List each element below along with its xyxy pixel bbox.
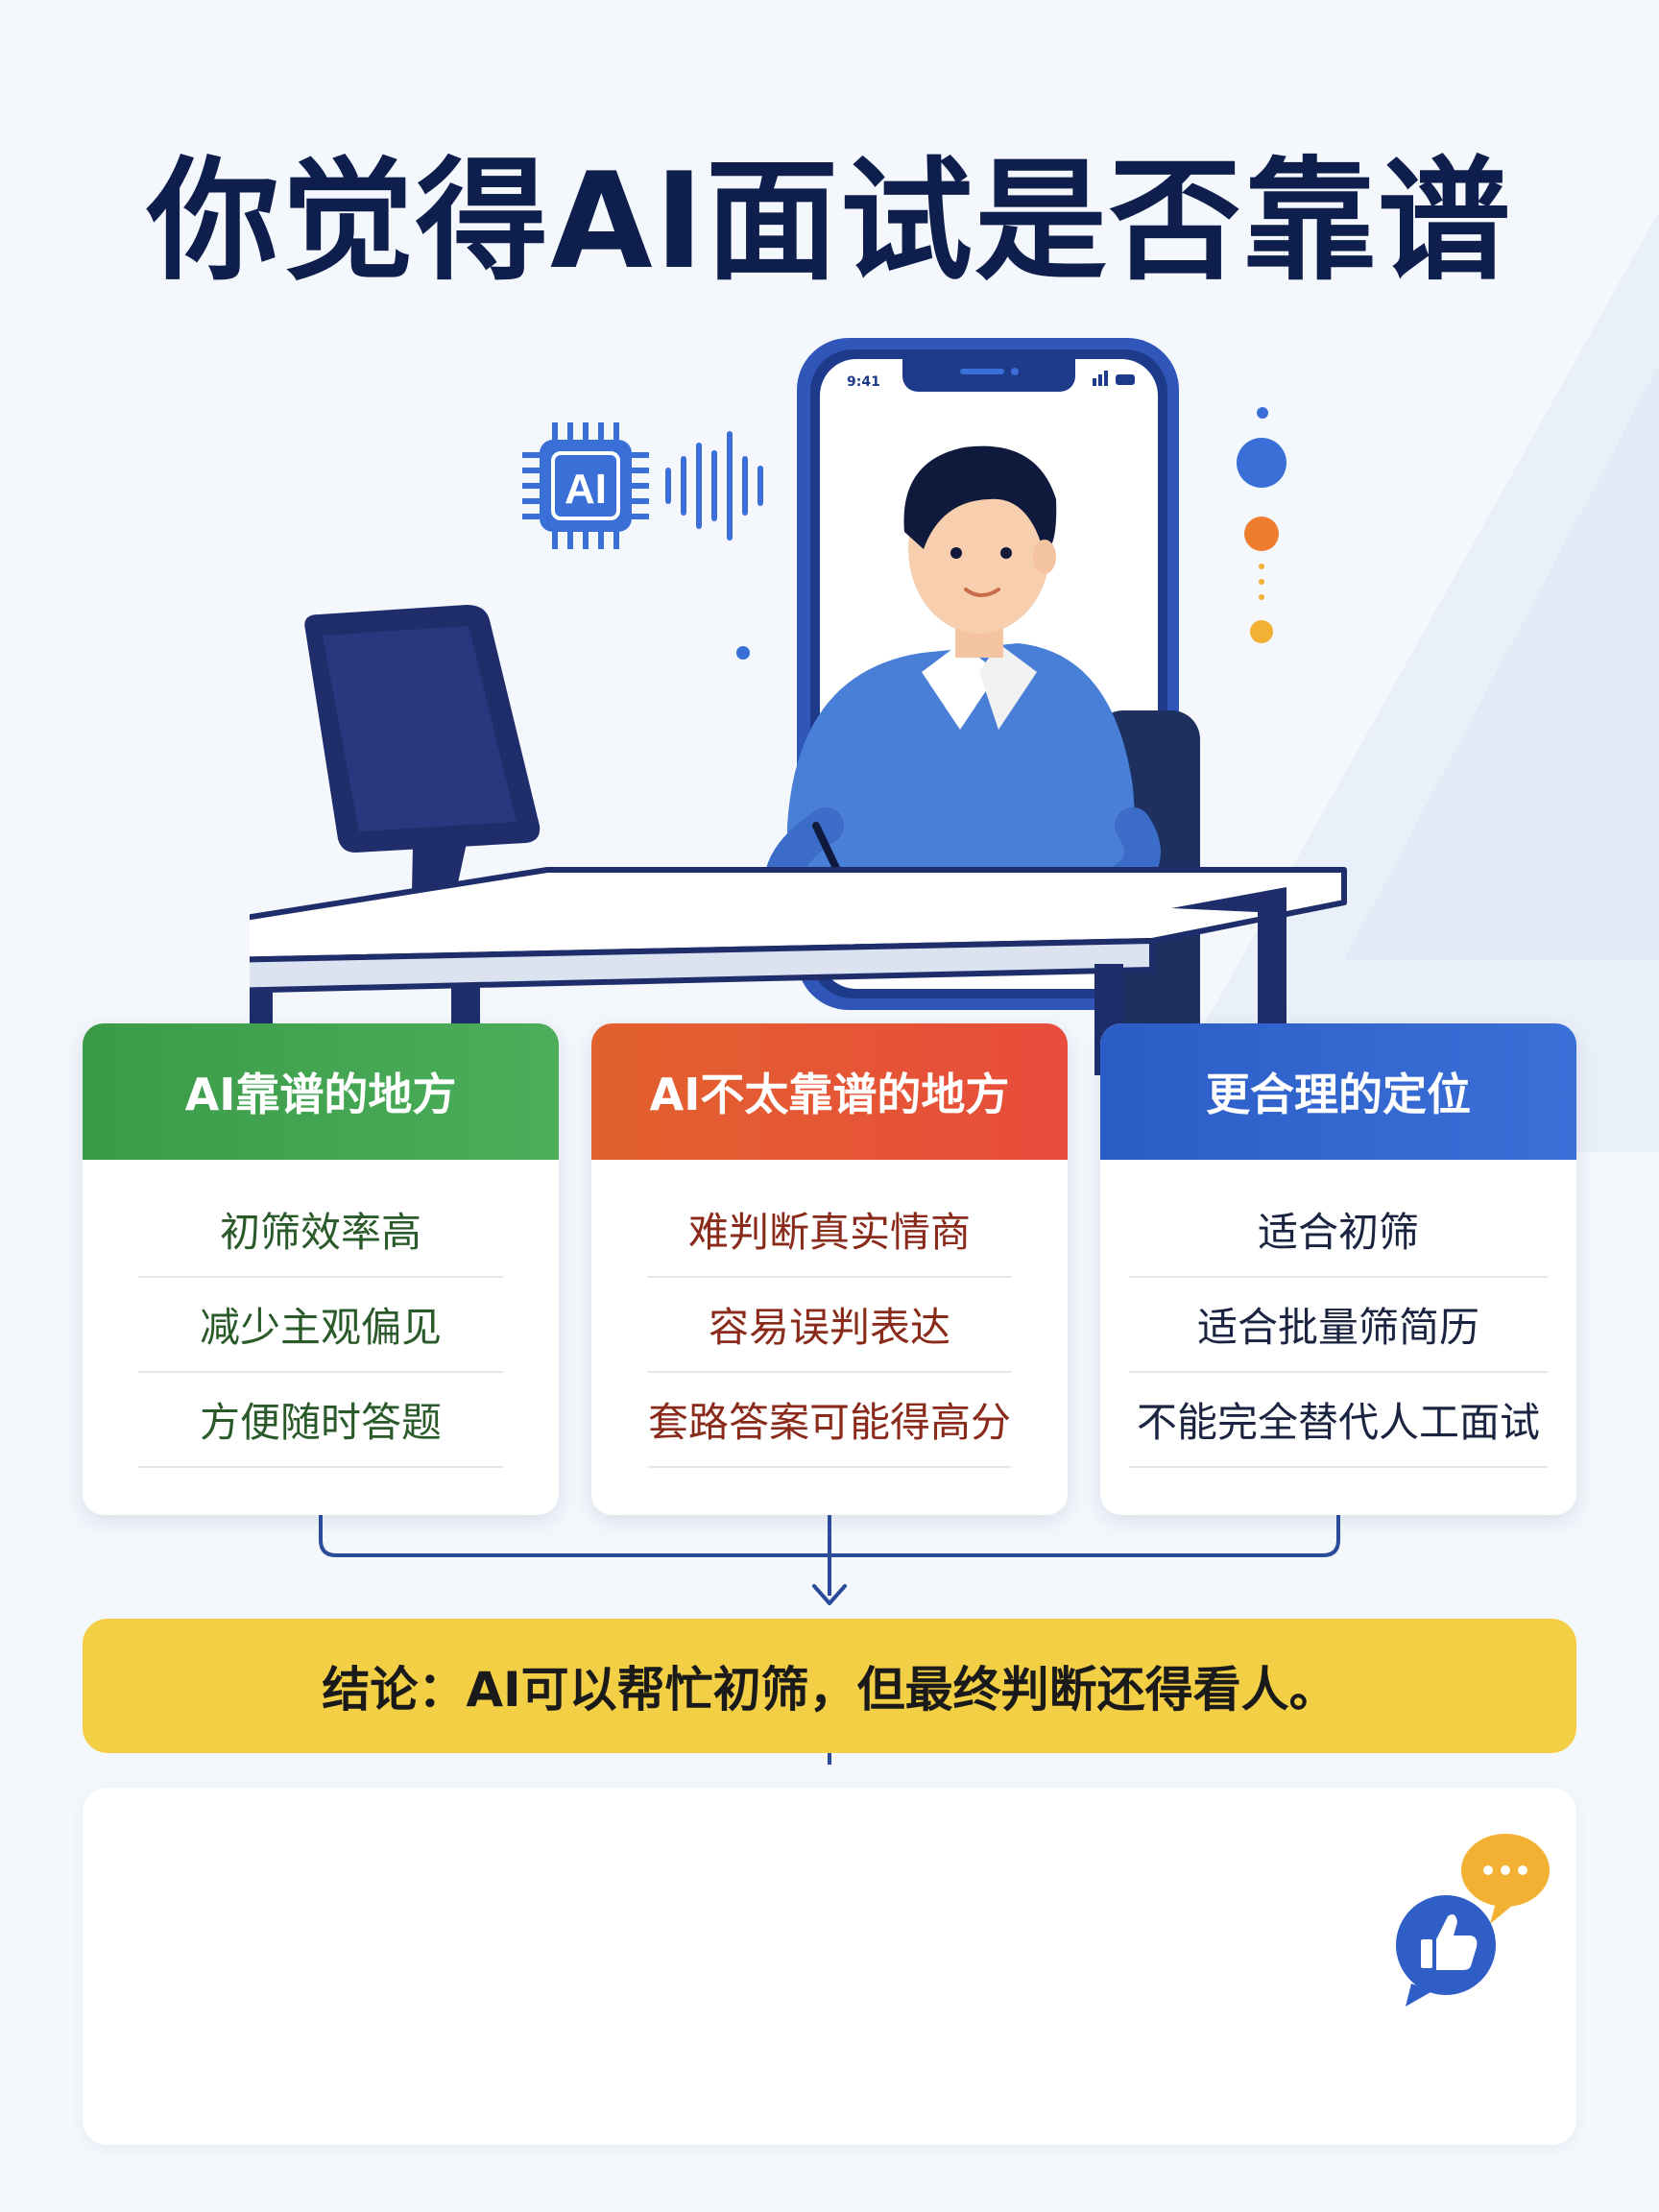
thumbs-up-icon bbox=[1396, 1895, 1496, 2007]
list-item: 容易误判表达 bbox=[647, 1278, 1012, 1373]
sound-wave-icon bbox=[665, 431, 763, 541]
feedback-bubbles bbox=[1396, 1834, 1550, 2007]
phone-time: 9:41 bbox=[847, 374, 880, 390]
card-reliable-aspects: AI靠谱的地方 初筛效率高 减少主观偏见 方便随时答题 bbox=[83, 1023, 559, 1515]
chat-bubble-icon bbox=[1461, 1834, 1550, 1924]
list-item: 不能完全替代人工面试 bbox=[1129, 1373, 1548, 1468]
decor-dot bbox=[736, 646, 750, 660]
ai-chip-label: AI bbox=[565, 466, 607, 513]
interview-illustration: AI 9:41 bbox=[250, 338, 1347, 1075]
card-heading: AI靠谱的地方 bbox=[83, 1023, 559, 1160]
card-heading: AI不太靠谱的地方 bbox=[591, 1023, 1068, 1160]
phone-status-icon bbox=[1093, 371, 1135, 386]
list-item: 方便随时答题 bbox=[138, 1373, 503, 1468]
conclusion-banner: 结论：AI可以帮忙初筛，但最终判断还得看人。 bbox=[83, 1619, 1576, 1753]
bottom-panel bbox=[83, 1788, 1576, 2145]
list-item: 减少主观偏见 bbox=[138, 1278, 503, 1373]
decor-dot bbox=[1237, 438, 1286, 488]
decor-dot bbox=[1250, 620, 1273, 643]
list-item: 初筛效率高 bbox=[138, 1183, 503, 1278]
decor-dot bbox=[1257, 407, 1268, 419]
ai-chip-icon: AI bbox=[522, 422, 649, 549]
list-item: 套路答案可能得高分 bbox=[647, 1373, 1012, 1468]
list-item: 适合批量筛简历 bbox=[1129, 1278, 1548, 1373]
list-item: 适合初筛 bbox=[1129, 1183, 1548, 1278]
list-item: 难判断真实情商 bbox=[647, 1183, 1012, 1278]
card-reasonable-positioning: 更合理的定位 适合初筛 适合批量筛简历 不能完全替代人工面试 bbox=[1100, 1023, 1576, 1515]
card-heading: 更合理的定位 bbox=[1100, 1023, 1576, 1160]
card-unreliable-aspects: AI不太靠谱的地方 难判断真实情商 容易误判表达 套路答案可能得高分 bbox=[591, 1023, 1068, 1515]
decor-dot bbox=[1244, 517, 1279, 551]
page-title: 你觉得AI面试是否靠谱 bbox=[146, 144, 1513, 299]
